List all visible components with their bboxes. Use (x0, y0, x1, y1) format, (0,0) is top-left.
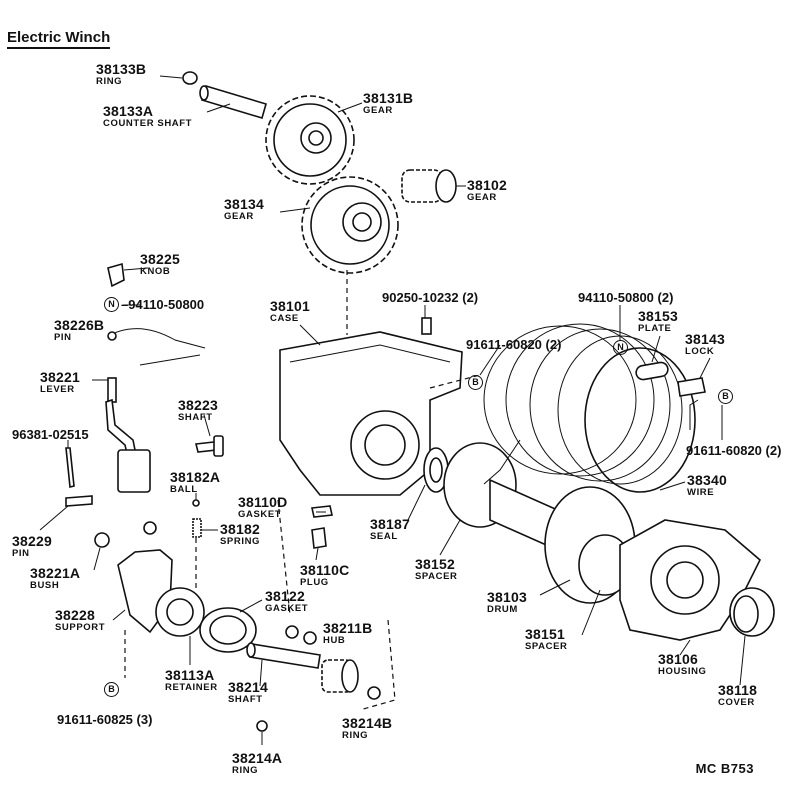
cover-part (729, 587, 775, 637)
bolt-96381-part (65, 447, 75, 489)
ball-part (192, 499, 200, 507)
knob-part (107, 262, 125, 288)
spring-part (192, 518, 202, 538)
label-91611-60820-b: 91611-60820 (2) (686, 443, 782, 458)
ring-38214a-part (256, 720, 268, 732)
leader-lines (39, 75, 746, 745)
b-badge-icon-2: B (468, 375, 485, 391)
hub-part (321, 659, 359, 693)
ring-38133b-part (182, 71, 198, 85)
lock-part (677, 377, 706, 397)
bush-part-2 (143, 521, 157, 535)
alignment-line-4 (277, 499, 396, 711)
wire-coil-part (483, 323, 699, 493)
n-badge-icon-2: N (613, 340, 630, 356)
label-90250-10232: 90250-10232 (2) (382, 290, 479, 305)
bush-part (94, 532, 110, 548)
seal-part (423, 447, 449, 493)
b-badge-icon: B (104, 682, 121, 698)
bolt-90250-part (421, 317, 432, 335)
gasket-38122-part (199, 607, 257, 653)
pin-38226b-part (107, 328, 206, 366)
plate-part (635, 361, 669, 381)
b-badge-icon-3: B (718, 389, 735, 405)
housing-part (619, 519, 761, 641)
gear-38131b-part (265, 95, 355, 185)
ring-part-a (285, 625, 299, 639)
diagram-title: Electric Winch (7, 30, 111, 49)
n-badge-icon: N (104, 297, 119, 313)
gear-38102-part (401, 169, 457, 203)
gear-38134-part (301, 176, 399, 274)
lever-part (105, 377, 151, 493)
label-94110-50800-2: 94110-50800 (2) (578, 290, 674, 305)
ring-part-b (303, 631, 317, 645)
shaft-38223-part (195, 435, 224, 457)
plug-part (311, 527, 327, 549)
retainer-part (155, 587, 205, 637)
counter-shaft-part (199, 85, 267, 119)
pin-38229-part (65, 495, 93, 507)
shaft-38214-part (246, 642, 321, 669)
diagram-code: MC B753 (695, 761, 754, 776)
label-91611-60820-a: 91611-60820 (2) (466, 337, 562, 352)
label-94110-50800: N–94110-50800 (104, 297, 204, 313)
label-96381-02515: 96381-02515 (12, 427, 89, 442)
case-part (279, 331, 463, 496)
label-91611-60825: 91611-60825 (3) (57, 712, 153, 727)
ring-38214b-part (367, 686, 381, 700)
